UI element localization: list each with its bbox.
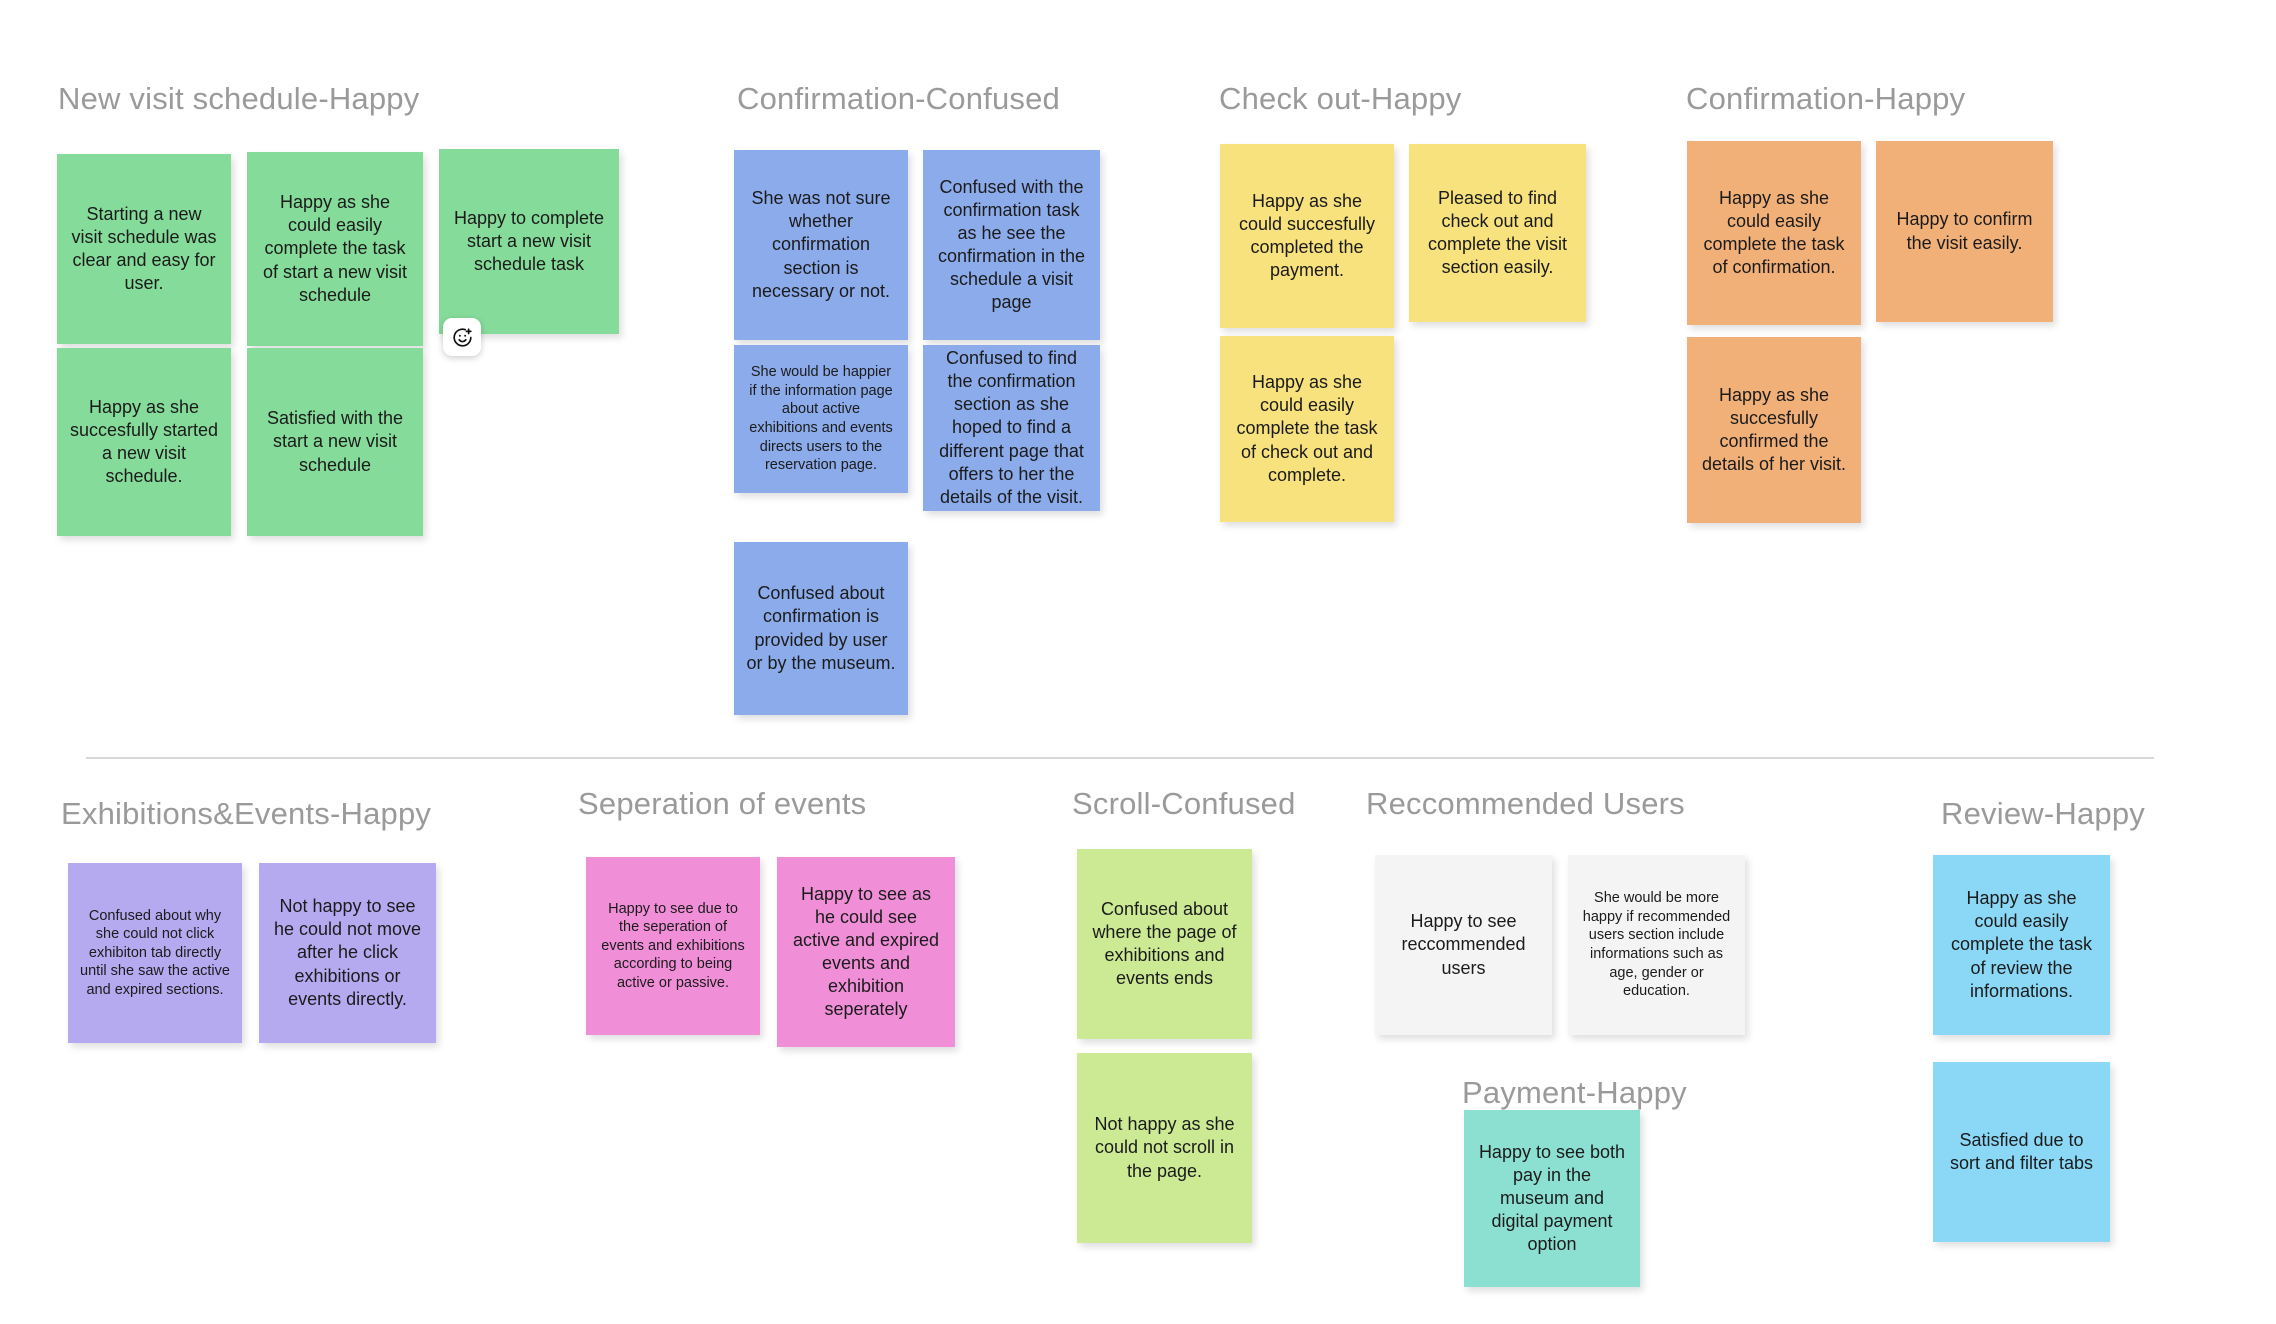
sticky-note-text: Satisfied due to sort and filter tabs	[1949, 1129, 2094, 1173]
sticky-note[interactable]: She would be more happy if recommended u…	[1568, 855, 1745, 1035]
sticky-note-text: Happy as she could easily complete the t…	[262, 192, 408, 305]
sticky-note[interactable]: Confused about why she could not click e…	[68, 863, 242, 1043]
sticky-note-text: She was not sure whether confirmation se…	[751, 188, 891, 301]
sticky-note[interactable]: Confused with the confirmation task as h…	[923, 150, 1100, 340]
section-title-review-happy: Review-Happy	[1941, 796, 2145, 831]
section-title-scroll-confused: Scroll-Confused	[1072, 786, 1296, 821]
sticky-note-text: Happy as she could easily complete the t…	[1703, 187, 1845, 278]
section-divider	[86, 757, 2154, 759]
section-title-reccommended-users: Reccommended Users	[1366, 786, 1685, 821]
sticky-note-text: Happy as she could easily complete the t…	[1236, 372, 1378, 485]
sticky-note-text: Happy to confirm the visit easily.	[1896, 209, 2033, 253]
sticky-note[interactable]: Happy to confirm the visit easily.	[1876, 141, 2053, 322]
sticky-note[interactable]: Happy as she could easily complete the t…	[247, 152, 423, 346]
sticky-note[interactable]: She would be happier if the information …	[734, 345, 908, 493]
sticky-note-text: Happy to see reccommended users	[1401, 911, 1526, 978]
sticky-note-text: She would be happier if the information …	[749, 364, 893, 474]
sticky-note[interactable]: Happy as she could easily complete the t…	[1687, 141, 1861, 325]
sticky-note[interactable]: She was not sure whether confirmation se…	[734, 150, 908, 340]
section-title-check-out-happy: Check out-Happy	[1219, 81, 1462, 116]
sticky-note-text: Starting a new visit schedule was clear …	[71, 203, 217, 294]
sticky-note-text: Confused about confirmation is provided …	[746, 583, 896, 673]
sticky-note[interactable]: Satisfied with the start a new visit sch…	[247, 348, 423, 536]
section-title-confirmation-happy: Confirmation-Happy	[1686, 81, 1966, 116]
section-title-seperation-of-events: Seperation of events	[578, 786, 867, 821]
smiley-plus-icon	[452, 327, 472, 347]
sticky-note-text: Happy to see due to the seperation of ev…	[601, 900, 745, 991]
sticky-note-text: Happy as she could succesfully completed…	[1238, 190, 1376, 281]
sticky-note-text: Happy to see as he could see active and …	[792, 883, 940, 1020]
sticky-note[interactable]: Not happy to see he could not move after…	[259, 863, 436, 1043]
section-title-exhibitions-events-happy: Exhibitions&Events-Happy	[61, 796, 432, 831]
sticky-note[interactable]: Starting a new visit schedule was clear …	[57, 154, 231, 344]
sticky-note-text: Satisfied with the start a new visit sch…	[266, 408, 404, 475]
sticky-note-text: Confused with the confirmation task as h…	[937, 176, 1086, 313]
sticky-note[interactable]: Confused about confirmation is provided …	[734, 542, 908, 715]
sticky-note[interactable]: Happy to see both pay in the museum and …	[1464, 1110, 1640, 1287]
sticky-note[interactable]: Happy to see due to the seperation of ev…	[586, 857, 760, 1035]
sticky-note-text: Happy as she succesfully confirmed the d…	[1701, 384, 1847, 475]
sticky-note-text: Confused to find the confirmation sectio…	[939, 348, 1084, 507]
sticky-note[interactable]: Confused about where the page of exhibit…	[1077, 849, 1252, 1039]
sticky-note-text: She would be more happy if recommended u…	[1582, 890, 1731, 1000]
sticky-note-text: Happy as she could easily complete the t…	[1950, 888, 2093, 1001]
sticky-note-text: Confused about where the page of exhibit…	[1092, 898, 1237, 989]
sticky-note-text: Happy as she succesfully started a new v…	[69, 396, 219, 487]
sticky-note[interactable]: Happy as she could easily complete the t…	[1933, 855, 2110, 1035]
sticky-note[interactable]: Happy to complete start a new visit sche…	[439, 149, 619, 334]
sticky-note-text: Not happy to see he could not move after…	[273, 896, 422, 1009]
add-reaction-icon[interactable]	[443, 318, 481, 356]
section-title-confirmation-confused: Confirmation-Confused	[737, 81, 1060, 116]
sticky-note-text: Not happy as she could not scroll in the…	[1094, 1114, 1235, 1181]
sticky-note[interactable]: Happy to see as he could see active and …	[777, 857, 955, 1047]
sticky-note[interactable]: Happy as she succesfully confirmed the d…	[1687, 337, 1861, 523]
section-title-payment-happy: Payment-Happy	[1462, 1075, 1687, 1110]
sticky-note[interactable]: Happy as she could easily complete the t…	[1220, 336, 1394, 522]
sticky-note-text: Happy to complete start a new visit sche…	[453, 207, 605, 275]
sticky-note-text: Pleased to find check out and complete t…	[1427, 187, 1568, 278]
sticky-note-text: Happy to see both pay in the museum and …	[1478, 1141, 1626, 1255]
sticky-note-text: Confused about why she could not click e…	[80, 907, 230, 998]
section-title-new-visit-schedule-happy: New visit schedule-Happy	[58, 81, 420, 116]
sticky-note[interactable]: Happy as she succesfully started a new v…	[57, 348, 231, 536]
sticky-note[interactable]: Happy to see reccommended users	[1375, 855, 1552, 1035]
sticky-note[interactable]: Happy as she could succesfully completed…	[1220, 144, 1394, 328]
sticky-note[interactable]: Confused to find the confirmation sectio…	[923, 345, 1100, 511]
sticky-note[interactable]: Satisfied due to sort and filter tabs	[1933, 1062, 2110, 1242]
sticky-note[interactable]: Not happy as she could not scroll in the…	[1077, 1053, 1252, 1243]
sticky-note[interactable]: Pleased to find check out and complete t…	[1409, 144, 1586, 322]
